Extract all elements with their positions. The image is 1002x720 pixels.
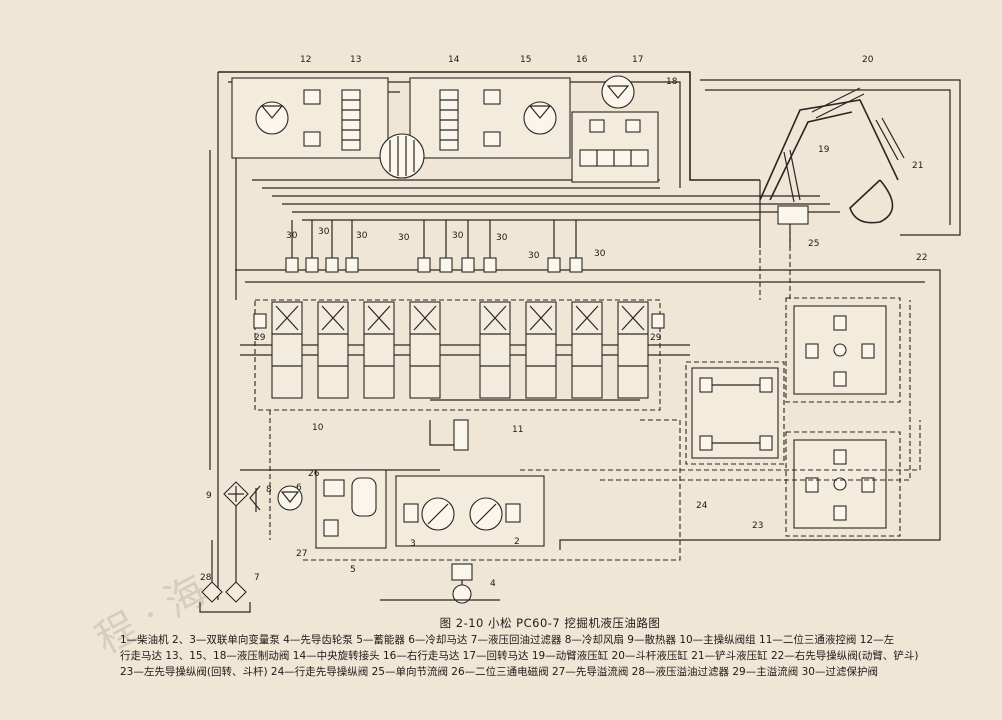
cooling-group	[199, 481, 303, 613]
callout-labels: 12 13 14 15 16 17 18 20 19 21 25 22 30 3…	[200, 55, 927, 589]
callout-16: 16	[576, 55, 588, 65]
callout-18: 18	[666, 77, 678, 87]
figure-caption: 图 2-10 小松 PC60-7 挖掘机液压油路图 1—柴油机 2、3—双联单向…	[120, 615, 980, 680]
callout-7: 7	[254, 573, 260, 583]
main-valve-bank	[253, 299, 665, 411]
callout-4: 4	[490, 579, 496, 589]
callout-30-d: 30	[398, 233, 410, 243]
callout-25: 25	[808, 239, 819, 249]
left-pilot-valve	[785, 431, 901, 537]
callout-8: 8	[266, 485, 272, 495]
figure-title: 图 2-10 小松 PC60-7 挖掘机液压油路图	[439, 616, 661, 630]
callout-30-h: 30	[594, 249, 606, 259]
accumulator-group	[315, 469, 387, 549]
callout-5: 5	[350, 565, 356, 575]
top-travel-group	[231, 77, 571, 179]
pump-group	[380, 475, 545, 604]
callout-9: 9	[206, 491, 212, 501]
filter-valve-row	[285, 220, 583, 273]
callout-30-b: 30	[318, 227, 330, 237]
legend-line-2: 行走马达 13、15、18—液压制动阀 14—中央旋转接头 16—右行走马达 1…	[120, 650, 919, 662]
pilot-valve-11	[429, 419, 469, 451]
callout-14: 14	[448, 55, 460, 65]
callout-21: 21	[912, 161, 923, 171]
callout-19: 19	[818, 145, 830, 155]
callout-22: 22	[916, 253, 927, 263]
callout-29-b: 29	[650, 333, 662, 343]
callout-30-f: 30	[496, 233, 508, 243]
callout-30-e: 30	[452, 231, 464, 241]
legend-line-3: 23—左先导操纵阀(回转、斗杆) 24—行走先导操纵阀 25—单向节流阀 26—…	[120, 666, 878, 678]
callout-10: 10	[312, 423, 324, 433]
swing-motor-group	[571, 75, 659, 183]
callout-12: 12	[300, 55, 311, 65]
callout-11: 11	[512, 425, 523, 435]
legend-line-1: 1—柴油机 2、3—双联单向变量泵 4—先导齿轮泵 5—蓄能器 6—冷却马达 7…	[120, 634, 895, 646]
callout-23: 23	[752, 521, 763, 531]
callout-13: 13	[350, 55, 361, 65]
callout-6: 6	[296, 483, 302, 493]
callout-2: 2	[514, 537, 520, 547]
callout-28: 28	[200, 573, 212, 583]
callout-24: 24	[696, 501, 708, 511]
callout-17: 17	[632, 55, 643, 65]
callout-20: 20	[862, 55, 874, 65]
travel-pilot-valve	[685, 361, 785, 465]
callout-26: 26	[308, 469, 320, 479]
right-pilot-valve	[785, 297, 901, 403]
callout-3: 3	[410, 539, 416, 549]
callout-30-c: 30	[356, 231, 368, 241]
excavator-arm	[759, 87, 905, 248]
callout-30-g: 30	[528, 251, 540, 261]
callout-29-a: 29	[254, 333, 266, 343]
pilot-lines	[269, 230, 921, 561]
callout-30-a: 30	[286, 231, 298, 241]
callout-15: 15	[520, 55, 531, 65]
callout-27: 27	[296, 549, 307, 559]
